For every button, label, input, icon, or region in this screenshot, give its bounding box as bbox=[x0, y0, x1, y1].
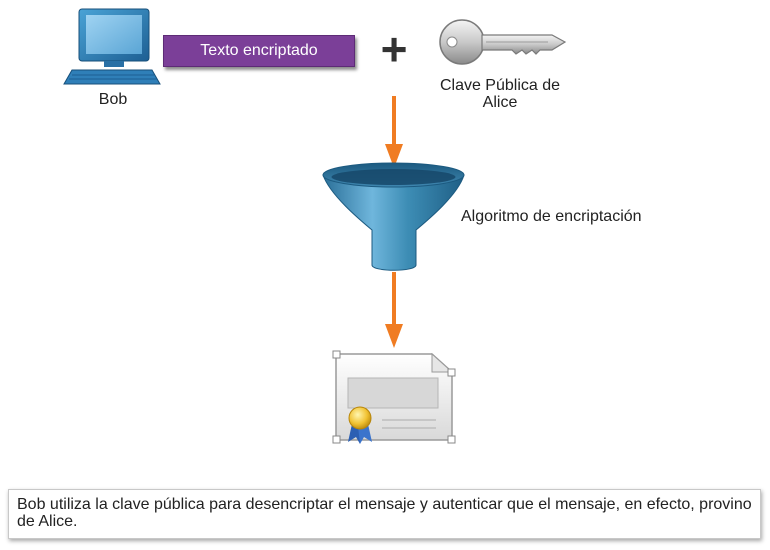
key-label: Clave Pública de Alice bbox=[439, 77, 561, 111]
certificate-icon bbox=[332, 350, 456, 444]
algorithm-label: Algoritmo de encriptación bbox=[461, 208, 642, 225]
caption-box: Bob utiliza la clave pública para desenc… bbox=[8, 489, 761, 539]
sender-label: Bob bbox=[98, 91, 128, 108]
ciphertext-box: Texto encriptado bbox=[163, 35, 355, 67]
arrow-funnel-to-certificate bbox=[385, 272, 403, 348]
computer-icon bbox=[63, 8, 161, 85]
arrow-key-to-funnel bbox=[385, 96, 403, 168]
plus-operator: + bbox=[380, 23, 408, 75]
key-icon bbox=[439, 19, 567, 65]
funnel-icon bbox=[322, 162, 465, 271]
